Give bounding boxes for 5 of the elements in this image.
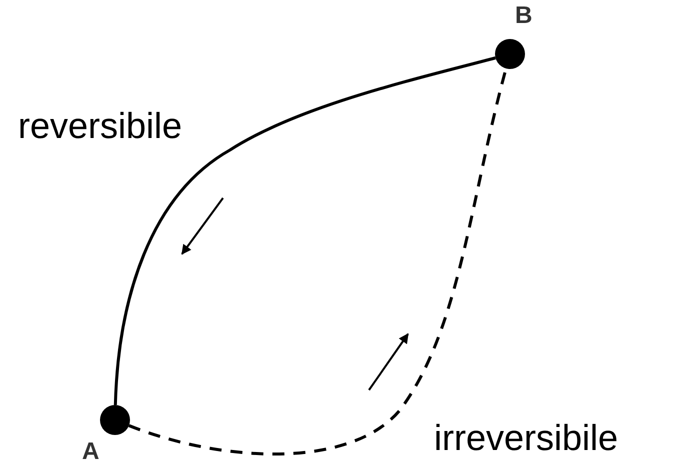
- solid-curve: [114, 56, 496, 406]
- point-label: B: [515, 4, 532, 28]
- point-label: A: [82, 440, 100, 464]
- edge-label: irreversibile: [434, 420, 618, 456]
- edge-label: reversibile: [18, 108, 182, 144]
